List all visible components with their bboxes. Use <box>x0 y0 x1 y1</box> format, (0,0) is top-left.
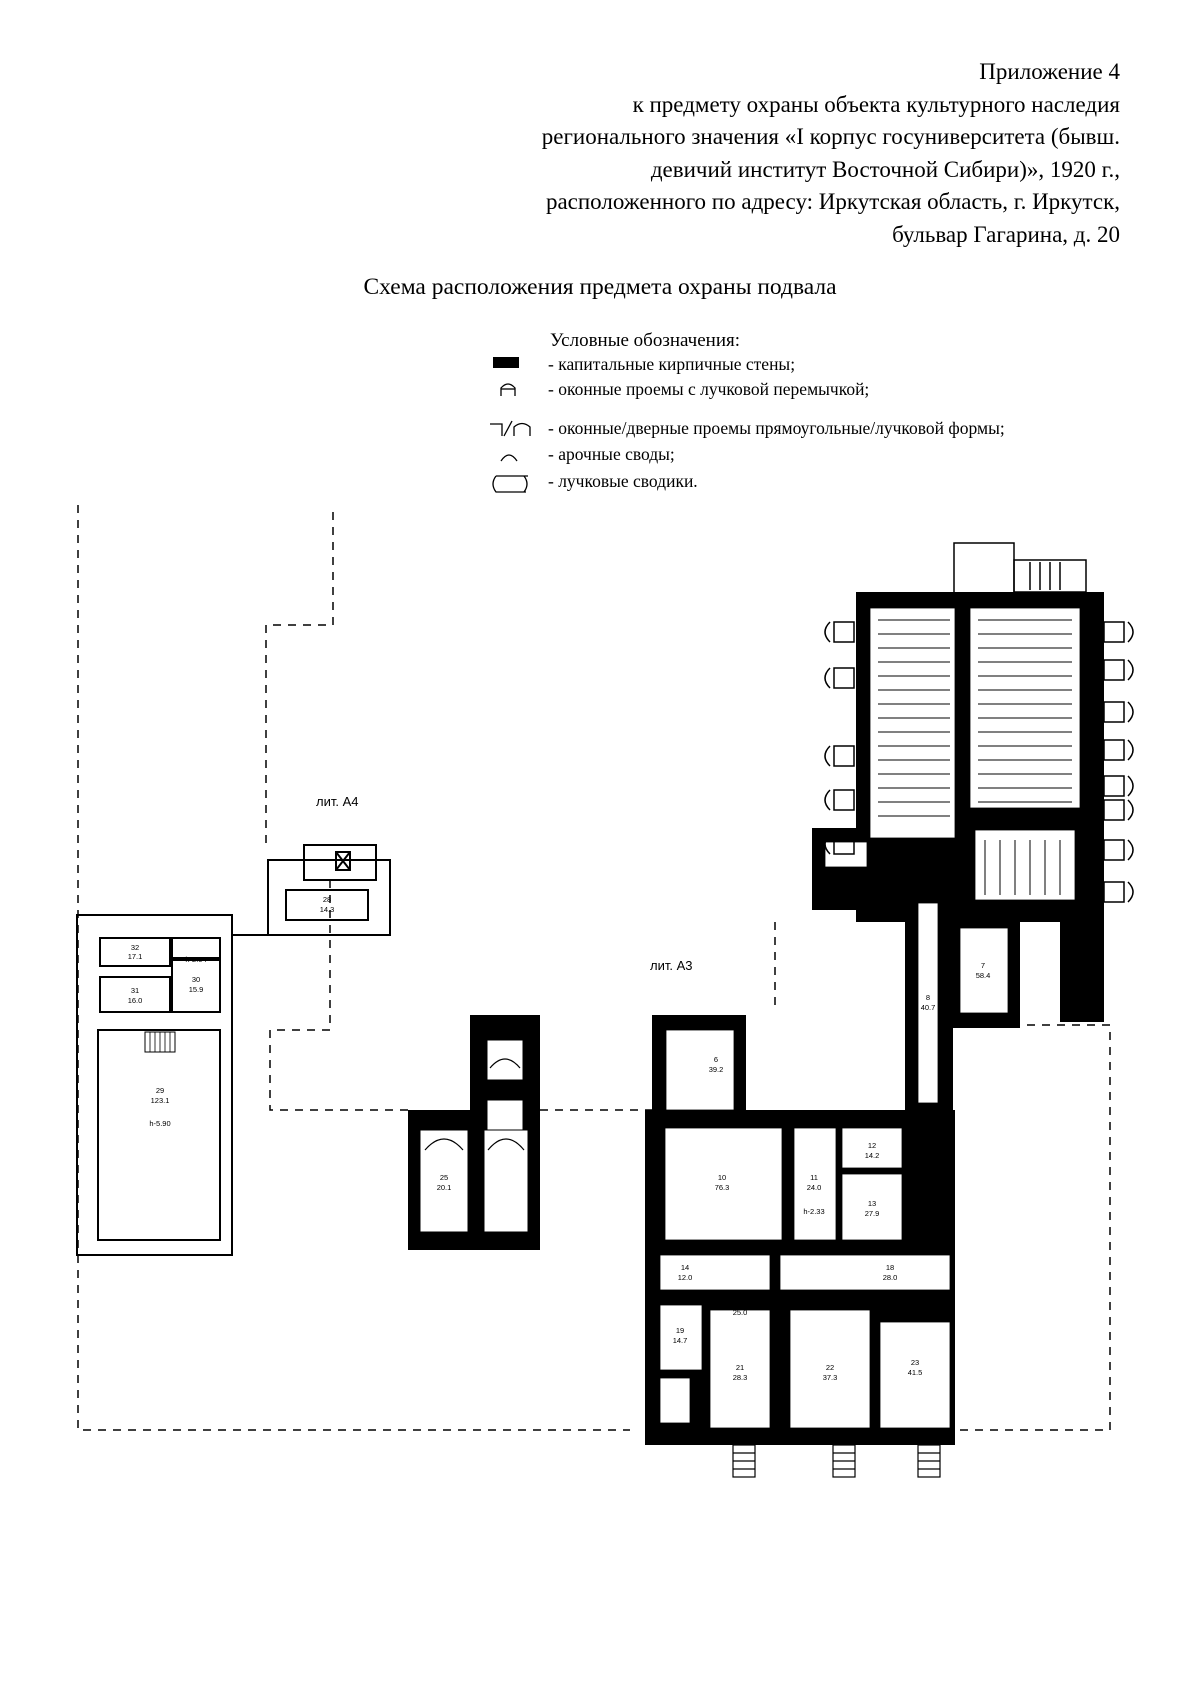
segmental-arch-window-icon <box>500 383 516 396</box>
room-23-number: 23 <box>911 1358 919 1367</box>
room-6-area: 39.2 <box>709 1065 724 1074</box>
window-wells <box>824 621 1134 903</box>
basement-floor-plan: лит. А4 лит. А3 29 123.1 h-5.90 28 14.3 … <box>76 505 1134 1478</box>
room-21-number: 21 <box>736 1363 744 1372</box>
room-28-number: 28 <box>323 895 331 904</box>
room-31-area: 16.0 <box>128 996 143 1005</box>
room-14-number: 14 <box>681 1263 689 1272</box>
room-22-number: 22 <box>826 1363 834 1372</box>
room-7-area: 58.4 <box>976 971 991 980</box>
room-10-area: 76.3 <box>715 1183 730 1192</box>
room-8-area: 40.7 <box>921 1003 936 1012</box>
segmental-vaults <box>878 619 1072 895</box>
segmental-vault-icon <box>492 475 528 493</box>
main-building-rooms <box>659 607 1081 1429</box>
label-lit-a3: лит. А3 <box>650 958 693 973</box>
room-30-area: 15.9 <box>189 985 204 994</box>
room-11-area: 24.0 <box>807 1183 822 1192</box>
room-25-number: 25 <box>440 1173 448 1182</box>
legend-item-openings: - оконные/дверные проемы прямоугольные/л… <box>548 418 1005 438</box>
room-18-number: 18 <box>886 1263 894 1272</box>
room-32-number: 32 <box>131 943 139 952</box>
room-7-number: 7 <box>981 961 985 970</box>
room-19-area: 14.7 <box>673 1336 688 1345</box>
page-title: Схема расположения предмета охраны подва… <box>363 274 837 300</box>
room-29-number: 29 <box>156 1086 164 1095</box>
header-line-1: Приложение 4 <box>979 59 1120 84</box>
room-32-area: 17.1 <box>128 952 143 961</box>
room-11-number: 11 <box>810 1173 818 1182</box>
header-line-2: к предмету охраны объекта культурного на… <box>632 91 1120 117</box>
room-12-number: 12 <box>868 1141 876 1150</box>
room-21-area: 28.3 <box>733 1373 748 1382</box>
left-building <box>76 844 391 1256</box>
stair-area: 30.9 <box>883 859 898 868</box>
room-23-area: 41.5 <box>908 1368 923 1377</box>
top-entrance <box>953 542 1087 594</box>
level-h-2-04: h-2.04 <box>185 955 206 964</box>
appendix-header: Приложение 4 к предмету охраны объекта к… <box>360 56 1120 251</box>
room-30-number: 30 <box>192 975 200 984</box>
legend-item-arch-windows: - оконные проемы с лучковой перемычкой; <box>548 379 870 399</box>
arched-vault-icon <box>500 454 518 462</box>
header-line-5: расположенного по адресу: Иркутская обла… <box>545 189 1120 214</box>
room-22-area: 37.3 <box>823 1373 838 1382</box>
room-18-area: 28.0 <box>883 1273 898 1282</box>
room-labels: 29 123.1 h-5.90 28 14.3 32 17.1 31 16.0 … <box>128 859 991 1382</box>
room-8-number: 8 <box>926 993 930 1002</box>
legend-item-walls: - капитальные кирпичные стены; <box>548 354 796 374</box>
room-13-area: 27.9 <box>865 1209 880 1218</box>
room-28-area: 14.3 <box>320 905 335 914</box>
header-line-4: девичий институт Восточной Сибири)», 192… <box>650 156 1120 182</box>
legend-item-segmental-vaults: - лучковые сводики. <box>548 471 698 491</box>
rect-segmental-opening-icon <box>490 420 531 437</box>
room-24-area: 25.0 <box>733 1308 748 1317</box>
bottom-entrances <box>732 1444 941 1478</box>
room-24-number: 24 <box>736 1298 744 1307</box>
room-12-area: 14.2 <box>865 1151 880 1160</box>
room-25-area: 20.1 <box>437 1183 452 1192</box>
room-6-number: 6 <box>714 1055 718 1064</box>
room-31-number: 31 <box>131 986 139 995</box>
dashed-outlines <box>77 505 1111 1431</box>
header-line-6: бульвар Гагарина, д. 20 <box>892 221 1120 247</box>
room-19-number: 19 <box>676 1326 684 1335</box>
legend-title: Условные обозначения: <box>550 330 741 351</box>
room-14-area: 12.0 <box>678 1273 693 1282</box>
level-h-2-33: h-2.33 <box>803 1207 824 1216</box>
label-lit-a4: лит. А4 <box>316 794 359 809</box>
room-29-area: 123.1 <box>151 1096 170 1105</box>
header-line-3: регионального значения «I корпус госунив… <box>541 124 1120 149</box>
level-h-5-90: h-5.90 <box>149 1119 170 1128</box>
room-13-number: 13 <box>868 1199 876 1208</box>
legend-item-arched-vaults: - арочные своды; <box>548 444 675 464</box>
room-10-number: 10 <box>718 1173 726 1182</box>
solid-wall-icon <box>493 357 519 368</box>
